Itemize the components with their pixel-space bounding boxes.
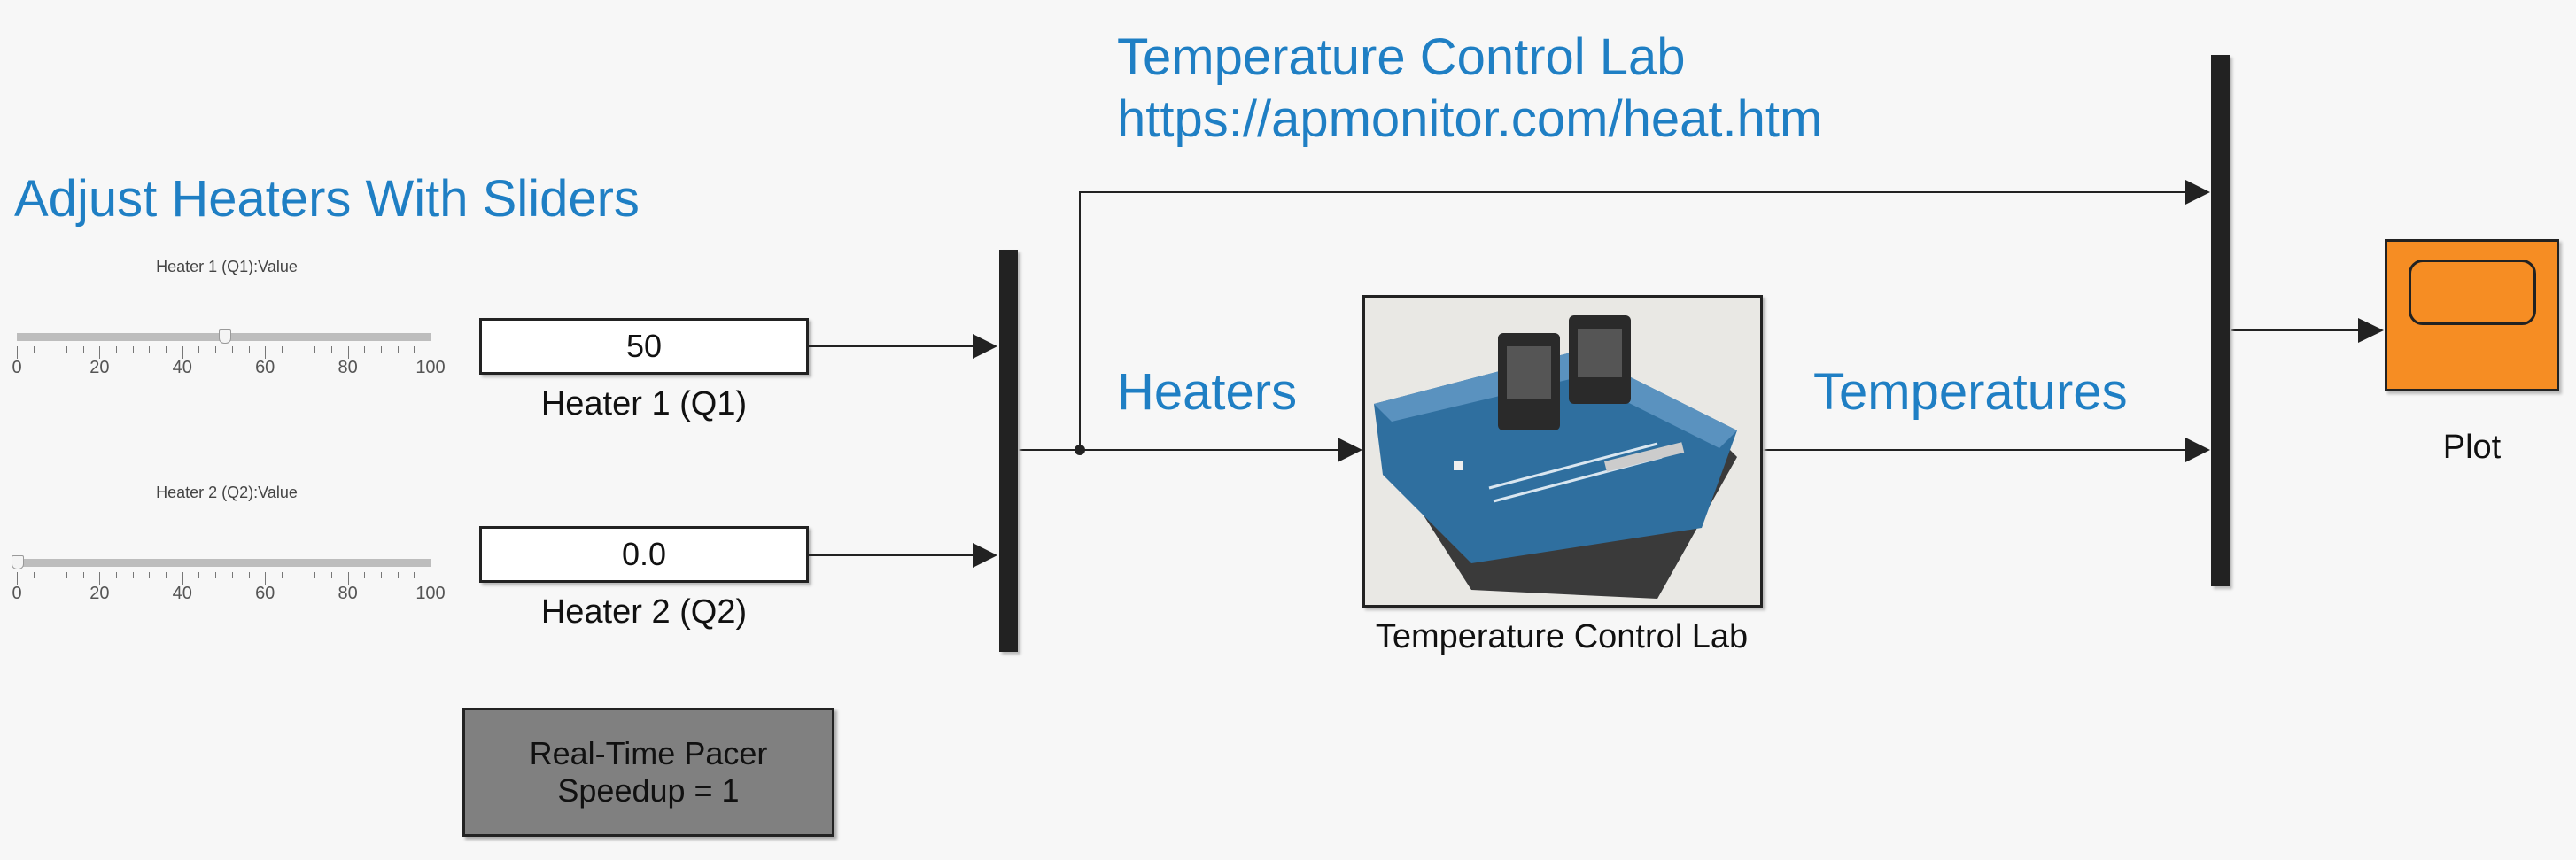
right-title: Temperature Control Lab xyxy=(1117,28,1686,86)
slider-tick xyxy=(330,572,332,578)
slider-tick xyxy=(82,572,84,578)
slider-tick xyxy=(231,572,233,578)
slider-tick xyxy=(347,346,349,359)
wire-branch-to-mux2 xyxy=(1079,191,2188,450)
slider-tick-label: 20 xyxy=(89,358,110,377)
slider-tick xyxy=(265,346,267,359)
slider-track[interactable] xyxy=(17,559,431,567)
slider-tick xyxy=(132,346,134,353)
heater-2-slider[interactable]: 0 20 40 60 80 100 xyxy=(0,545,461,616)
slider-tick xyxy=(99,572,101,585)
slider-tick xyxy=(281,346,283,353)
slider-tick xyxy=(314,572,316,578)
arrow-icon xyxy=(2358,318,2384,343)
slider-tick-label: 60 xyxy=(255,584,275,603)
slider-tick xyxy=(17,572,18,585)
temperature-control-lab-block[interactable] xyxy=(1362,295,1763,608)
heater-2-display[interactable]: 0.0 xyxy=(479,526,809,583)
heater-1-slider[interactable]: 0 20 40 60 80 100 xyxy=(0,319,461,390)
slider-tick xyxy=(66,572,68,578)
slider-tick xyxy=(265,572,267,585)
mux-outputs[interactable] xyxy=(2211,55,2230,586)
slider-tick xyxy=(215,346,217,353)
tcl-board-photo xyxy=(1365,298,1760,605)
slider-2-label: Heater 2 (Q2):Value xyxy=(156,484,298,501)
slider-1-label: Heater 1 (Q1):Value xyxy=(156,258,298,275)
slider-tick xyxy=(166,346,167,353)
slider-tick xyxy=(166,572,167,578)
slider-tick xyxy=(397,572,399,578)
scope-screen-icon xyxy=(2409,260,2536,325)
slider-tick xyxy=(82,346,84,353)
arrow-icon xyxy=(973,334,997,359)
slider-tick xyxy=(33,572,35,578)
pacer-title: Real-Time Pacer xyxy=(529,735,768,771)
slider-tick-label: 60 xyxy=(255,358,275,377)
slider-tick-label: 80 xyxy=(338,358,358,377)
slider-tick xyxy=(330,346,332,353)
signal-label-temperatures: Temperatures xyxy=(1813,363,2128,421)
plot-scope-block[interactable] xyxy=(2385,239,2559,391)
slider-tick xyxy=(414,572,415,578)
slider-tick-label: 20 xyxy=(89,584,110,603)
signal-label-heaters: Heaters xyxy=(1117,363,1298,421)
slider-tick-label: 0 xyxy=(12,358,22,377)
slider-tick xyxy=(99,346,101,359)
left-title: Adjust Heaters With Sliders xyxy=(14,170,640,228)
slider-tick-label: 100 xyxy=(415,358,446,377)
slider-tick xyxy=(248,346,250,353)
slider-tick xyxy=(248,572,250,578)
slider-tick xyxy=(198,572,200,578)
slider-tick xyxy=(182,346,183,359)
slider-tick xyxy=(281,572,283,578)
slider-tick-label: 0 xyxy=(12,584,22,603)
slider-tick-label: 80 xyxy=(338,584,358,603)
slider-tick xyxy=(347,572,349,585)
heater-1-display[interactable]: 50 xyxy=(479,318,809,375)
mux-heaters[interactable] xyxy=(999,250,1018,652)
tcl-block-label: Temperature Control Lab xyxy=(1375,618,1749,655)
slider-tick xyxy=(17,346,18,359)
arrow-icon xyxy=(2185,438,2210,462)
arrow-icon xyxy=(973,543,997,568)
slider-tick xyxy=(397,346,399,353)
slider-tick xyxy=(116,572,118,578)
arrow-icon xyxy=(2185,180,2210,205)
slider-tick xyxy=(364,572,366,578)
slider-tick xyxy=(33,346,35,353)
slider-tick xyxy=(182,572,183,585)
slider-tick xyxy=(364,346,366,353)
slider-tick xyxy=(380,346,382,353)
slider-tick-label: 40 xyxy=(172,584,192,603)
branch-point xyxy=(1075,445,1085,455)
slider-tick xyxy=(215,572,217,578)
slider-tick xyxy=(149,572,151,578)
slider-tick xyxy=(414,346,415,353)
slider-tick xyxy=(132,572,134,578)
slider-tick-label: 100 xyxy=(415,584,446,603)
heater-1-display-label: Heater 1 (Q1) xyxy=(540,385,748,422)
slider-tick xyxy=(116,346,118,353)
slider-tick xyxy=(198,346,200,353)
pacer-speedup: Speedup = 1 xyxy=(557,772,740,809)
slider-tick-label: 40 xyxy=(172,358,192,377)
slider-thumb[interactable] xyxy=(12,555,24,569)
slider-thumb[interactable] xyxy=(218,329,231,344)
slider-tick xyxy=(66,346,68,353)
slider-tick xyxy=(314,346,316,353)
slider-tick xyxy=(149,346,151,353)
real-time-pacer-block[interactable]: Real-Time Pacer Speedup = 1 xyxy=(462,708,834,837)
plot-label: Plot xyxy=(2442,429,2502,466)
slider-tick xyxy=(380,572,382,578)
slider-tick xyxy=(231,346,233,353)
arrow-icon xyxy=(1338,438,1362,462)
heater-2-display-label: Heater 2 (Q2) xyxy=(540,593,748,631)
right-url: https://apmonitor.com/heat.htm xyxy=(1117,90,1823,148)
